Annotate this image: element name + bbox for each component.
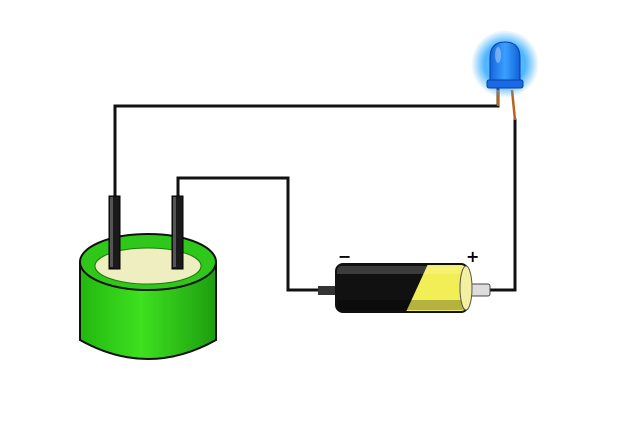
battery-yellow-band [406,264,468,312]
electrodes [108,195,184,270]
electrolyte-cup-icon [79,233,217,360]
battery-negative-label: − [338,247,351,266]
battery-cap [459,265,473,311]
wire-left-electrode-to-led [113,88,500,200]
led-icon [471,30,539,98]
wire-battery-positive-to-led [486,118,517,292]
led-base [486,79,524,89]
battery-negative-terminal [318,286,338,295]
led-bulb [489,41,521,83]
electrode-rod-icon [171,195,184,270]
battery-icon: − + [318,247,491,313]
battery-positive-label: + [466,247,479,266]
wire-right-electrode-to-battery-negative [176,176,320,292]
electrode-rod-icon [108,195,121,270]
